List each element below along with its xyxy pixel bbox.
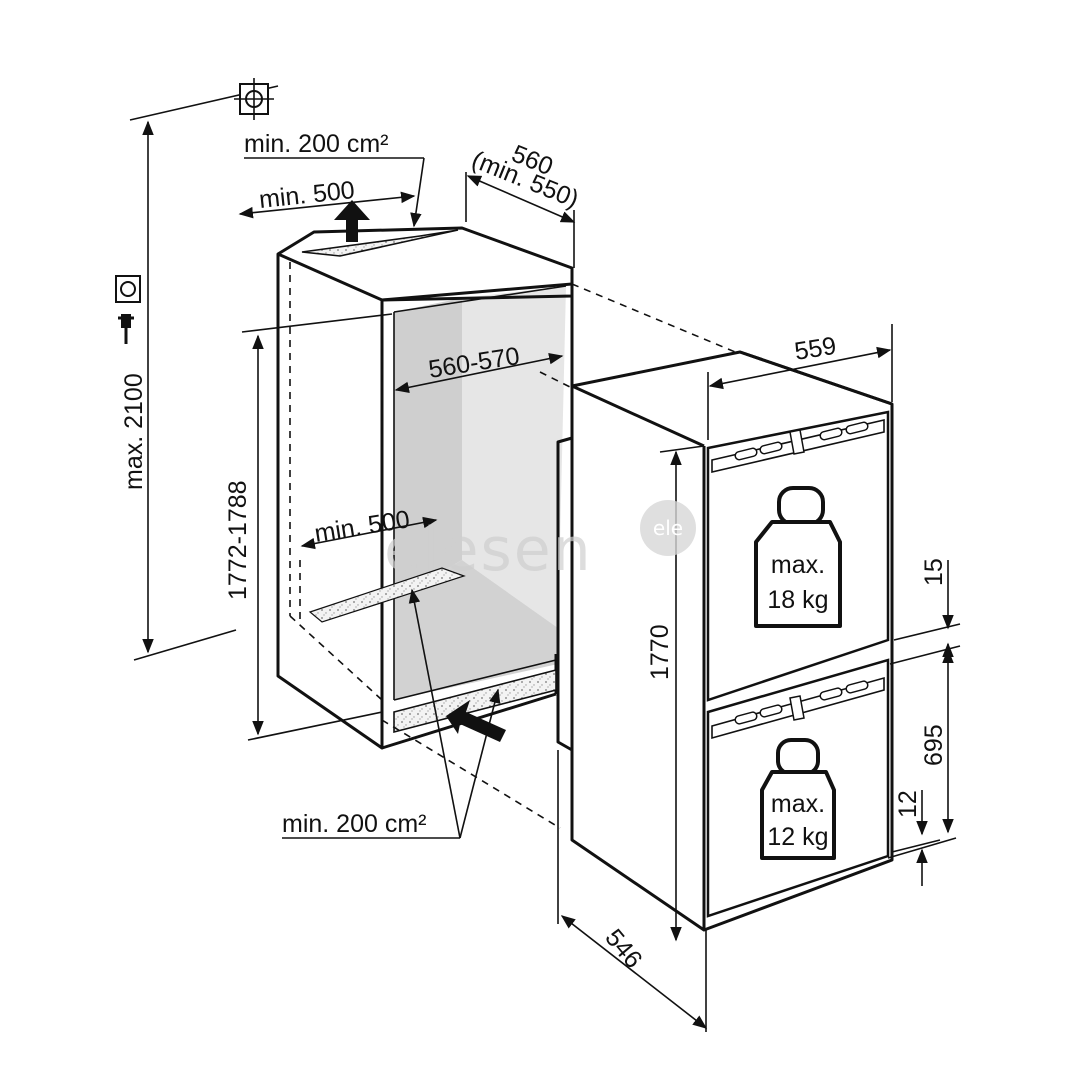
- lower-weight-icon: max. 12 kg: [760, 738, 836, 860]
- door-gap-bottom-label: 12: [894, 790, 922, 818]
- airflow-in-arrow: [446, 700, 506, 742]
- bottom-vent-callout: min. 200 cm²: [282, 588, 501, 839]
- lower-door-hinge: [711, 676, 885, 740]
- dim-door-gap-bottom: 12: [891, 790, 941, 886]
- watermark-text: elesen: [384, 515, 593, 585]
- bottom-vent-area-label: min. 200 cm²: [282, 810, 426, 838]
- dim-lower-door-height: 695: [887, 648, 957, 859]
- appliance: max. 18 kg max. 12 kg: [556, 350, 894, 932]
- upper-weight-icon: max. 18 kg: [754, 486, 842, 628]
- upper-load-line2: 18 kg: [767, 586, 828, 614]
- appliance-width-label: 559: [793, 332, 839, 366]
- ventilation-symbol-icon: [234, 78, 274, 120]
- max-height-label: max. 2100: [120, 373, 148, 490]
- dim-max-height: max. 2100: [120, 85, 279, 661]
- power-plug-icon: [118, 314, 134, 344]
- watermark-badge-icon: [640, 500, 696, 556]
- airflow-up-arrow: [334, 200, 370, 242]
- lower-load-line2: 12 kg: [767, 823, 828, 851]
- door-gap-top-label: 15: [920, 558, 948, 586]
- appliance-height-label: 1770: [646, 624, 674, 680]
- top-vent-area-label: min. 200 cm²: [244, 130, 388, 158]
- dim-niche-height: 1772-1788: [224, 313, 393, 741]
- top-vent-width-label: min. 500: [258, 176, 356, 214]
- watermark-badge-text: ele: [653, 516, 683, 540]
- top-vent-slot: [301, 229, 459, 257]
- niche-floor: [394, 560, 558, 700]
- lower-load-line1: max.: [771, 790, 825, 818]
- dim-niche-depth: 560 (min. 550): [465, 140, 583, 268]
- dim-top-vent-width: min. 500: [238, 176, 416, 219]
- appliance-depth-label: 546: [599, 924, 647, 974]
- plinth-vent: [393, 668, 557, 734]
- dim-appliance-width: 559: [707, 324, 893, 440]
- lower-door-height-label: 695: [920, 724, 948, 766]
- watermark: elesen ele: [384, 500, 696, 585]
- projection-line: [571, 283, 741, 355]
- upper-door-hinge: [711, 418, 885, 474]
- upper-load-line1: max.: [771, 551, 825, 579]
- projection-line: [381, 719, 561, 829]
- dim-door-gap-top: 15: [889, 558, 961, 665]
- power-socket-icon: [115, 275, 141, 303]
- inner-bottom-vent: [308, 567, 466, 623]
- niche-cabinet: [276, 226, 574, 750]
- niche-height-label: 1772-1788: [224, 480, 252, 600]
